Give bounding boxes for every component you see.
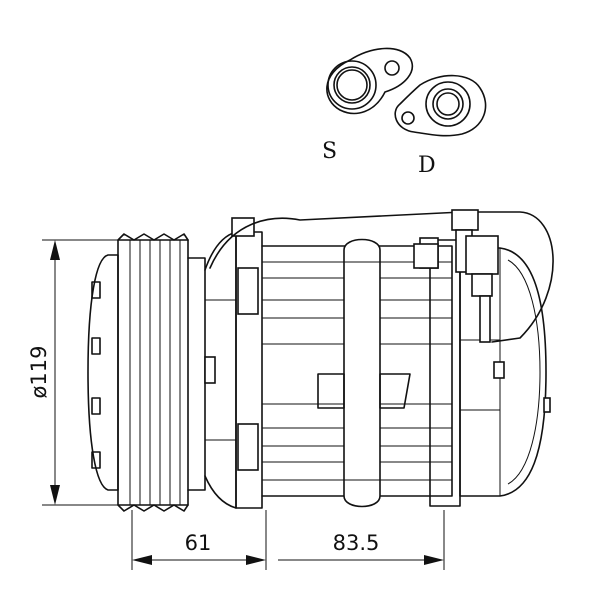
- diameter-label: ø119: [27, 346, 51, 399]
- discharge-port-fitting: [394, 74, 487, 137]
- pulley-offset-label: 61: [185, 531, 212, 555]
- clutch-hub: [87, 254, 119, 491]
- suction-port-label: S: [322, 139, 337, 164]
- discharge-port-label: D: [418, 153, 436, 178]
- suction-port-fitting: [326, 47, 413, 115]
- front-housing: [187, 231, 237, 509]
- diameter-dimension: [42, 239, 122, 506]
- sensor-switch: [209, 209, 554, 343]
- compressor-body: [231, 217, 461, 509]
- rear-head: [459, 247, 551, 497]
- body-length-dimension: [278, 510, 445, 570]
- pulley: [117, 233, 189, 512]
- pulley-offset-dimension: [131, 510, 267, 570]
- body-length-label: 83.5: [333, 531, 380, 555]
